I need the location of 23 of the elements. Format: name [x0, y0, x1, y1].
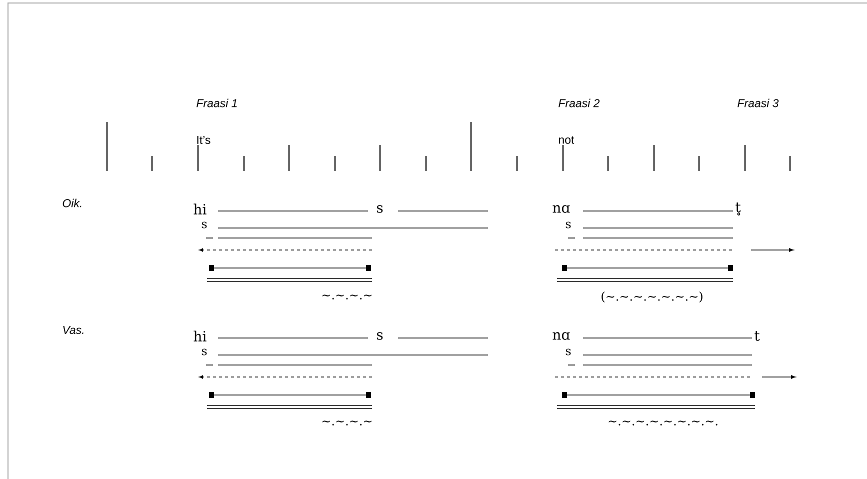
- rhythm-label: (∼.∼.∼.∼.∼.∼.∼): [602, 292, 702, 302]
- phoneme-label: nɑ: [552, 332, 570, 340]
- phoneme-label: s: [202, 222, 207, 228]
- phoneme-label: hi: [194, 204, 206, 214]
- phoneme-label: t: [754, 331, 760, 341]
- phrase-heading: Fraasi 2: [558, 98, 600, 108]
- phoneme-label: s: [377, 332, 383, 340]
- phoneme-label: s: [566, 348, 571, 356]
- phoneme-label: nɑ: [552, 205, 570, 213]
- word-label: It’s: [197, 136, 210, 144]
- phrase-heading: Fraasi 1: [196, 98, 237, 108]
- phoneme-label: hi: [194, 330, 206, 342]
- row-label: Oik.: [62, 198, 82, 208]
- rhythm-label: ∼.∼.∼.∼: [322, 420, 372, 426]
- phoneme-label: s: [377, 205, 383, 213]
- word-label: not: [558, 136, 574, 144]
- rhythm-label: ∼.∼.∼.∼.∼.∼.∼.∼.: [608, 420, 718, 426]
- phoneme-label: t̥: [736, 202, 741, 216]
- rhythm-label: ∼.∼.∼.∼: [322, 294, 372, 300]
- phoneme-label: s: [202, 348, 207, 356]
- row-label: Vas.: [63, 326, 84, 334]
- phrase-heading: Fraasi 3: [738, 98, 779, 108]
- phoneme-label: s: [566, 222, 571, 228]
